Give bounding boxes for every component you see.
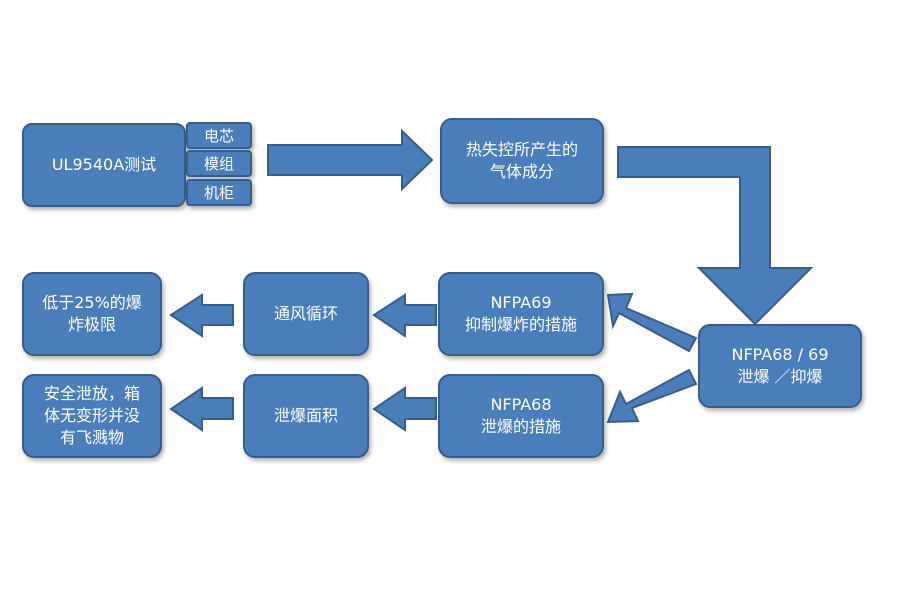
arrow-to-nfpa68 xyxy=(606,368,698,424)
cell-box: 电芯 xyxy=(186,122,252,149)
cabinet-box: 机柜 xyxy=(186,179,252,206)
module-label: 模组 xyxy=(203,154,234,173)
nfpa68-label: NFPA68 泄爆的措施 xyxy=(480,395,561,436)
gas-composition-label: 热失控所产生的 气体成分 xyxy=(465,140,578,181)
arrow-to-ventilation xyxy=(372,293,437,338)
arrow-to-nfpa69 xyxy=(606,292,698,353)
below-explosion-limit-label: 低于25%的爆 炸极限 xyxy=(42,293,142,334)
arrow-right-1 xyxy=(267,128,434,192)
nfpa69-label: NFPA69 抑制爆炸的措施 xyxy=(464,293,577,334)
vent-area-label: 泄爆面积 xyxy=(273,406,338,425)
nfpa68-69-label: NFPA68 / 69 泄爆 ／抑爆 xyxy=(731,345,829,386)
ul9540a-test-box: UL9540A测试 xyxy=(22,123,186,207)
gas-composition-box: 热失控所产生的 气体成分 xyxy=(440,118,604,204)
ventilation-label: 通风循环 xyxy=(273,304,338,323)
below-explosion-limit-box: 低于25%的爆 炸极限 xyxy=(22,272,162,356)
cell-label: 电芯 xyxy=(203,126,234,145)
module-box: 模组 xyxy=(186,150,252,177)
vent-area-box: 泄爆面积 xyxy=(243,374,369,458)
safe-release-label: 安全泄放，箱 体无变形并没 有飞溅物 xyxy=(43,384,140,447)
nfpa68-box: NFPA68 泄爆的措施 xyxy=(438,374,604,458)
ul9540a-test-label: UL9540A测试 xyxy=(51,155,157,174)
ventilation-box: 通风循环 xyxy=(243,272,369,356)
nfpa68-69-box: NFPA68 / 69 泄爆 ／抑爆 xyxy=(698,324,862,408)
arrow-to-safe-release xyxy=(169,386,234,432)
arrow-to-below-limit xyxy=(169,293,234,338)
cabinet-label: 机柜 xyxy=(203,183,234,202)
arrow-elbow-down xyxy=(617,146,814,326)
safe-release-box: 安全泄放，箱 体无变形并没 有飞溅物 xyxy=(22,374,162,458)
nfpa69-box: NFPA69 抑制爆炸的措施 xyxy=(438,272,604,356)
arrow-to-vent-area xyxy=(372,386,437,432)
